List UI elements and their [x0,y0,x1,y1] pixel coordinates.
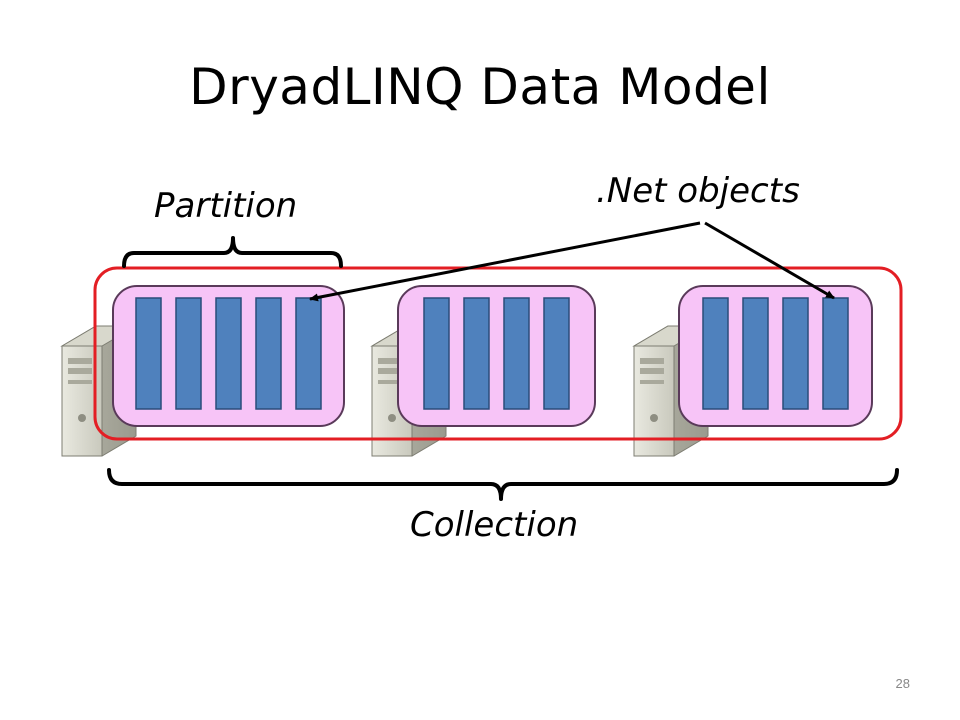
net-object [295,297,322,410]
net-object [822,297,849,410]
net-object [135,297,162,410]
page-number: 28 [895,676,910,691]
net-object [423,297,450,410]
net-object [503,297,530,410]
arrow-to-object-right [704,221,835,300]
partition-brace [122,236,343,268]
partition-1 [112,285,345,427]
collection-label: Collection [410,505,579,545]
slide-title: DryadLINQ Data Model [189,58,771,116]
net-object [175,297,202,410]
net-object [215,297,242,410]
partition-2 [397,285,596,427]
net-object [255,297,282,410]
collection-box [93,266,903,441]
net-object [742,297,769,410]
net-objects-label: .Net objects [596,171,800,211]
partition-label: Partition [154,186,298,226]
net-object [463,297,490,410]
net-object [782,297,809,410]
collection-brace [107,468,899,501]
arrow-to-object-left [309,221,701,302]
net-object [543,297,570,410]
net-object [702,297,729,410]
partition-3 [678,285,873,427]
